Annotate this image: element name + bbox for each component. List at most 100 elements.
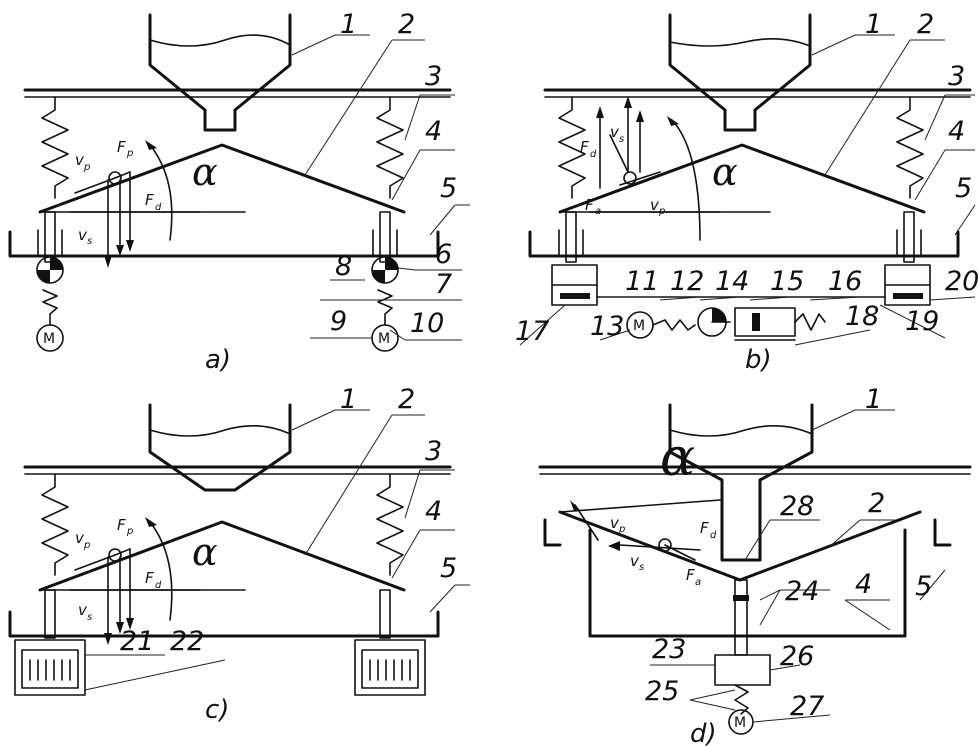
vector-label: a — [695, 577, 701, 588]
part-label: 3 — [425, 436, 442, 467]
vector-label: p — [658, 206, 665, 217]
part-label: 4 — [948, 116, 965, 147]
vector-label: v — [650, 196, 660, 214]
vector-label: F — [117, 138, 126, 156]
part-label: 27 — [790, 691, 824, 722]
caption-c: c) — [205, 695, 229, 725]
vector-label: v — [75, 529, 85, 547]
vector-label: v — [78, 226, 88, 244]
caption-d: d) — [690, 719, 717, 746]
vector-label: s — [87, 612, 92, 623]
spring-right — [376, 96, 404, 199]
part-label: 1 — [865, 384, 882, 415]
motor-a-left: M — [43, 331, 55, 347]
trough — [8, 610, 440, 638]
part-label: 12 — [670, 266, 704, 297]
trough — [543, 518, 952, 547]
spring-left — [41, 473, 69, 576]
sieve-deck — [38, 520, 406, 592]
vector-label: v — [630, 552, 640, 570]
part-label: 10 — [410, 308, 444, 339]
part-label: 4 — [425, 116, 442, 147]
angle-alpha-d: α — [660, 428, 695, 488]
motor-a-right: M — [378, 331, 390, 347]
part-label: 18 — [845, 301, 879, 332]
motor-b: M — [633, 318, 645, 334]
part-label: 9 — [330, 306, 347, 337]
part-label: 4 — [855, 569, 872, 600]
angle-alpha-b: α — [712, 150, 738, 194]
vector-label: p — [83, 162, 90, 173]
vector-label: F — [585, 196, 594, 214]
part-label: 21 — [120, 626, 154, 657]
vector-label: F — [686, 566, 695, 584]
part-label: 25 — [645, 676, 679, 707]
vector-label: p — [83, 540, 90, 551]
vector-label: s — [639, 562, 644, 573]
vector-label: p — [618, 524, 625, 535]
part-label: 22 — [170, 626, 204, 657]
caption-b: b) — [745, 345, 772, 375]
part-label: 24 — [785, 576, 819, 607]
vector-label: v — [610, 514, 620, 532]
spring-right — [896, 96, 924, 199]
part-label: 11 — [625, 266, 659, 297]
spring-left — [41, 96, 69, 199]
part-label: 23 — [652, 634, 686, 665]
material-surface — [149, 34, 291, 47]
part-label: 5 — [440, 553, 457, 584]
part-label: 3 — [948, 61, 965, 92]
part-label: 2 — [917, 9, 934, 40]
part-label: 6 — [435, 239, 452, 270]
vector-label: v — [78, 601, 88, 619]
sieve-deck — [38, 143, 406, 214]
vector-label: v — [75, 151, 85, 169]
part-label: 17 — [515, 316, 549, 347]
vector-label: F — [580, 138, 589, 156]
motor-d: M — [734, 715, 746, 731]
part-label: 5 — [915, 571, 932, 602]
part-label: 15 — [770, 266, 804, 297]
angle-alpha-c: α — [192, 530, 218, 574]
vector-label: s — [87, 236, 92, 247]
hopper — [148, 13, 292, 132]
part-label: 1 — [340, 9, 357, 40]
vector-label: d — [590, 149, 597, 160]
vector-label: F — [700, 519, 709, 537]
spring-right — [376, 473, 404, 576]
part-label: 1 — [865, 9, 882, 40]
trough — [8, 230, 440, 258]
vector-label: F — [145, 569, 154, 587]
hopper — [148, 403, 292, 492]
vector-label: s — [619, 134, 624, 145]
angle-alpha-a: α — [192, 150, 218, 194]
vector-label: d — [155, 580, 162, 591]
vector-label: p — [126, 526, 133, 537]
caption-a: a) — [205, 345, 231, 375]
vector-label: a — [595, 206, 601, 217]
vector-label: F — [145, 191, 154, 209]
vector-label: p — [126, 148, 133, 159]
part-label: 5 — [955, 173, 972, 204]
part-label: 28 — [780, 491, 814, 522]
part-label: 20 — [945, 266, 979, 297]
sieve-deck — [558, 143, 926, 214]
part-label: 4 — [425, 496, 442, 527]
vector-label: d — [710, 530, 717, 541]
spring-left — [558, 96, 586, 199]
part-label: 26 — [780, 641, 814, 672]
vector-label: d — [155, 202, 162, 213]
part-label: 3 — [425, 61, 442, 92]
hopper — [668, 13, 812, 132]
hopper — [668, 403, 814, 562]
part-label: 1 — [340, 384, 357, 415]
part-label: 13 — [590, 311, 624, 342]
part-label: 14 — [715, 266, 749, 297]
part-label: 8 — [335, 251, 352, 282]
vector-label: v — [610, 123, 620, 141]
